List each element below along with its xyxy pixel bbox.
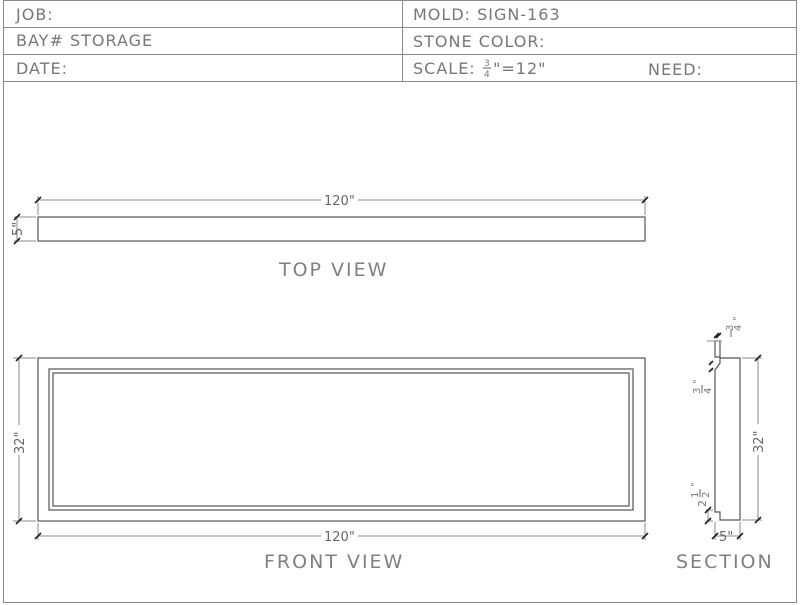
- top-view-outline: [37, 216, 646, 242]
- section-lower-dim-num: 1: [690, 492, 701, 498]
- bay-field: BAY# STORAGE: [16, 31, 153, 50]
- section-upper-dim-den: 4: [703, 388, 714, 394]
- section-width-label: 5": [719, 530, 733, 545]
- scale-prefix: SCALE:: [413, 59, 476, 78]
- section-top-dim-den: 4: [733, 325, 744, 331]
- section-lower-dim-mark: ": [690, 482, 701, 487]
- section-lower-dimension: 2 1 2 ": [690, 482, 713, 525]
- section-view: 3 4 " 3 4 " 2 1 2 ": [676, 316, 774, 573]
- job-field: JOB:: [15, 5, 54, 24]
- title-block: JOB: MOLD: SIGN-163 BAY# STORAGE STONE C…: [3, 0, 797, 82]
- section-width-dimension: 5": [711, 522, 744, 545]
- top-view-width-label: 120": [324, 194, 355, 209]
- stone-color-field: STONE COLOR:: [413, 32, 545, 51]
- top-view-width-dimension: 120": [34, 194, 649, 215]
- front-view-width-label: 120": [324, 530, 355, 545]
- section-profile: [714, 341, 741, 521]
- section-label: SECTION: [676, 551, 774, 573]
- front-view-height-label: 32": [13, 431, 28, 454]
- front-view-inner-recess: [52, 372, 630, 507]
- front-view: 32" 120" FRONT VIEW: [13, 354, 649, 573]
- section-lower-dim-whole: 2: [696, 500, 709, 507]
- front-view-height-dimension: 32": [13, 354, 36, 525]
- section-upper-dimension: 3 4 ": [692, 360, 714, 394]
- section-top-dimension: 3 4 ": [707, 316, 744, 342]
- section-top-dim-num: 3: [725, 325, 736, 331]
- section-height-label: 32": [752, 430, 767, 453]
- sheet-border: [3, 0, 797, 603]
- scale-field: SCALE: 3 4 "=12": [413, 59, 546, 80]
- section-upper-dim-num: 3: [692, 388, 703, 394]
- section-height-dimension: 32": [742, 354, 767, 524]
- section-upper-dim-mark: ": [692, 379, 703, 384]
- need-field: NEED:: [648, 60, 703, 79]
- top-view-label: TOP VIEW: [278, 259, 388, 281]
- top-view-height-label: 5": [11, 222, 26, 236]
- top-view: 120" 5" TOP VIEW: [11, 194, 649, 281]
- front-view-inner-border: [48, 368, 634, 511]
- top-view-height-dimension: 5": [11, 213, 36, 245]
- scale-frac-den: 4: [484, 70, 490, 80]
- front-view-width-dimension: 120": [34, 523, 649, 545]
- section-top-dim-mark: ": [732, 316, 743, 321]
- scale-suffix: "=12": [493, 59, 546, 78]
- front-view-outline: [37, 357, 646, 522]
- mold-field: MOLD: SIGN-163: [413, 5, 561, 24]
- front-view-label: FRONT VIEW: [264, 551, 404, 573]
- scale-frac-num: 3: [484, 59, 490, 69]
- section-lower-dim-den: 2: [701, 492, 712, 498]
- date-field: DATE:: [16, 59, 68, 78]
